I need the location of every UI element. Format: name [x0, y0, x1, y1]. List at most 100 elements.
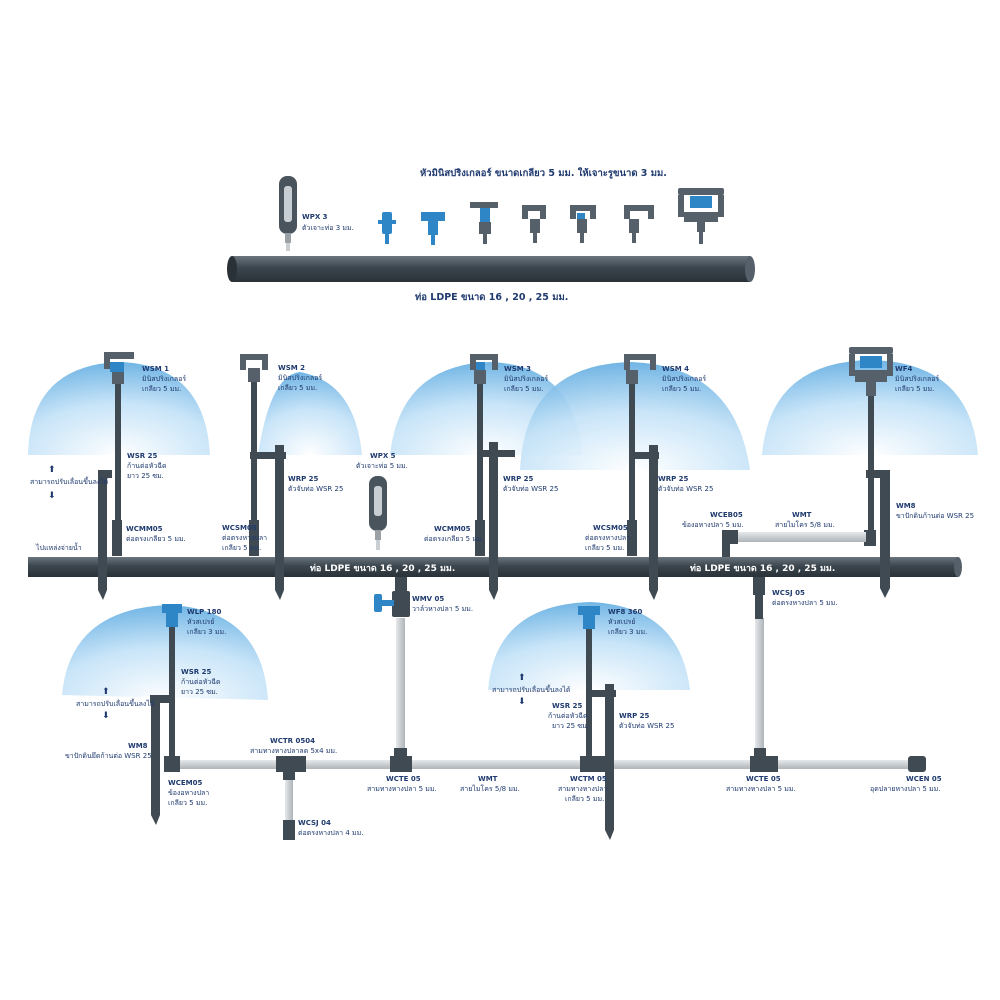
fitting-wcte05a	[390, 748, 412, 772]
wcsm05b-desc-1: ต่อตรงหางปลา	[585, 534, 630, 542]
adjust-note-3: สามารถปรับเลื่อนขึ้นลงได้	[492, 683, 570, 694]
wcsj05-desc-1: ต่อตรงหางปลา 5 มม.	[772, 599, 837, 607]
fitting-wctm05	[580, 756, 612, 772]
assembly-wsm4	[624, 354, 659, 600]
wf4-desc-2: เกลียว 5 มม.	[895, 385, 934, 393]
assembly-wf8360	[578, 606, 616, 840]
wpx5-desc-1: ตัวเจาะท่อ 5 มม.	[356, 462, 408, 470]
blue-adapter-small	[378, 212, 396, 244]
wsm1-desc-1: มินิสปริงเกลอร์	[142, 375, 186, 383]
wsm4-desc-2: เกลียว 5 มม.	[662, 385, 701, 393]
wctm05-desc-2: เกลียว 5 มม.	[565, 795, 604, 803]
adjust-note-1: สามารถปรับเลื่อนขึ้นลงได้	[30, 475, 108, 486]
up-arrow-icon: ⬆	[518, 673, 526, 683]
wctm05-code: WCTM 05	[570, 775, 607, 783]
wrp25d-desc-1: ตัวจับท่อ WSR 25	[619, 722, 674, 730]
up-arrow-icon: ⬆	[102, 687, 110, 697]
wsr25c-desc-2: ยาว 25 ซม.	[552, 722, 589, 730]
top-pipe-caption: ท่อ LDPE ขนาด 16 , 20 , 25 มม.	[415, 292, 568, 303]
wsr25b-code: WSR 25	[181, 668, 211, 676]
blue-spray-nozzle	[421, 212, 445, 245]
main-pipe-label-1: ท่อ LDPE ขนาด 16 , 20 , 25 มม.	[310, 563, 455, 574]
wsr25b-desc-2: ยาว 25 ซม.	[181, 688, 218, 696]
wlp180-code: WLP 180	[187, 608, 221, 616]
wcsm05a-desc-1: ต่อตรงหางปลา	[222, 534, 267, 542]
fitting-wcem05	[164, 756, 180, 772]
fitting-wcte05b	[750, 748, 778, 772]
wrp25a-desc-1: ตัวจับท่อ WSR 25	[288, 485, 343, 493]
wrp25b-code: WRP 25	[503, 475, 534, 483]
wsr25c-desc-1: ก้านต่อหัวฉีด	[548, 712, 588, 720]
assembly-wlp180	[150, 604, 182, 825]
wctr-code: WCTR 0504	[270, 737, 315, 745]
down-arrow-icon: ⬇	[48, 491, 56, 501]
wsm1-desc-2: เกลียว 5 มม.	[142, 385, 181, 393]
assembly-wsm1	[98, 352, 134, 600]
rotor-sprinkler-wf4-small	[678, 188, 724, 244]
adjust-arrows-2: ⬆ ⬇	[102, 687, 110, 721]
wcsj05-code: WCSJ 05	[772, 589, 805, 597]
wcmm05a-desc-1: ต่อตรงเกลียว 5 มม.	[126, 535, 186, 543]
mini-sprinkler-wsm3-small	[570, 205, 596, 243]
wctm05-desc-1: สามทางหางปลา	[558, 785, 607, 793]
wsm2-code: WSM 2	[278, 364, 305, 372]
wceb05-code: WCEB05	[710, 511, 743, 519]
wf8360-desc-2: เกลียว 3 มม.	[608, 628, 647, 636]
wcem05-desc-2: เกลียว 5 มม.	[168, 799, 207, 807]
water-source-label: ไปแหล่งจ่ายน้ำ	[35, 541, 82, 552]
wm8b-code: WM8	[128, 742, 148, 750]
wmt-a-code: WMT	[792, 511, 812, 519]
wsm3-desc-1: มินิสปริงเกลอร์	[504, 375, 548, 383]
wsm4-desc-1: มินิสปริงเกลอร์	[662, 375, 706, 383]
wmv05-code: WMV 05	[412, 595, 444, 603]
adjust-arrows-1: ⬆ ⬇	[48, 465, 56, 501]
wf4-desc-1: มินิสปริงเกลอร์	[895, 375, 939, 383]
fitting-wctr0504	[276, 756, 306, 780]
punch-tool-wpx3	[279, 176, 297, 251]
fitting-wcen05	[908, 756, 926, 772]
top-ldpe-pipe	[227, 256, 755, 282]
wmt-b-code: WMT	[478, 775, 498, 783]
wlp180-desc-2: เกลียว 3 มม.	[187, 628, 226, 636]
down-arrow-icon: ⬇	[518, 697, 526, 707]
wsm4-code: WSM 4	[662, 365, 689, 373]
wsr25a-code: WSR 25	[127, 452, 157, 460]
wcen05-desc-1: อุดปลายหางปลา 5 มม.	[870, 785, 941, 793]
wcte05b-desc-1: สามทางหางปลา 5 มม.	[726, 785, 796, 793]
wsr25a-desc-1: ก้านต่อหัวฉีด	[127, 462, 167, 470]
wcmm05a-code: WCMM05	[126, 525, 163, 533]
wsr25a-desc-2: ยาว 25 ซม.	[127, 472, 164, 480]
bottom-micro-tube	[178, 618, 910, 823]
fitting-wcsj04	[283, 820, 295, 840]
wsr25c-code: WSR 25	[552, 702, 582, 710]
adjust-arrows-3: ⬆ ⬇	[518, 673, 526, 707]
fitting-wcsj05	[753, 577, 765, 619]
wcte05a-code: WCTE 05	[386, 775, 421, 783]
micro-tube-wmt-a	[722, 530, 866, 557]
wcem05-desc-1: ข้องอหางปลา	[168, 789, 209, 797]
wcmm05b-code: WCMM05	[434, 525, 471, 533]
assembly-wf4	[849, 347, 893, 598]
assembly-wsm3	[470, 354, 515, 600]
wcsm05a-desc-2: เกลียว 5 มม.	[222, 544, 261, 552]
mini-sprinkler-wsm4-small	[624, 205, 654, 243]
wrp25d-code: WRP 25	[619, 712, 650, 720]
wcsj04-desc-1: ต่อตรงหางปลา 4 มม.	[298, 829, 363, 837]
mini-sprinkler-wsm2-small	[522, 205, 546, 243]
valve-wmv05	[374, 577, 410, 617]
punch-tool-wpx5	[369, 476, 387, 550]
wsm2-desc-1: มินิสปริงเกลอร์	[278, 374, 322, 382]
wm8a-desc-1: ขาปักดินก้านต่อ WSR 25	[896, 512, 974, 520]
wcte05a-desc-1: สามทางหางปลา 5 มม.	[367, 785, 437, 793]
wcsm05b-code: WCSM05	[593, 524, 628, 532]
wcsj04-code: WCSJ 04	[298, 819, 331, 827]
wrp25c-code: WRP 25	[658, 475, 689, 483]
down-arrow-icon: ⬇	[102, 711, 110, 721]
wcsm05a-code: WCSM05	[222, 524, 257, 532]
wrp25b-desc-1: ตัวจับท่อ WSR 25	[503, 485, 558, 493]
wpx3-desc: ตัวเจาะท่อ 3 มม.	[302, 224, 354, 232]
wrp25c-desc-1: ตัวจับท่อ WSR 25	[658, 485, 713, 493]
wrp25a-code: WRP 25	[288, 475, 319, 483]
wmv05-desc-1: วาล์วหางปลา 5 มม.	[412, 605, 473, 613]
